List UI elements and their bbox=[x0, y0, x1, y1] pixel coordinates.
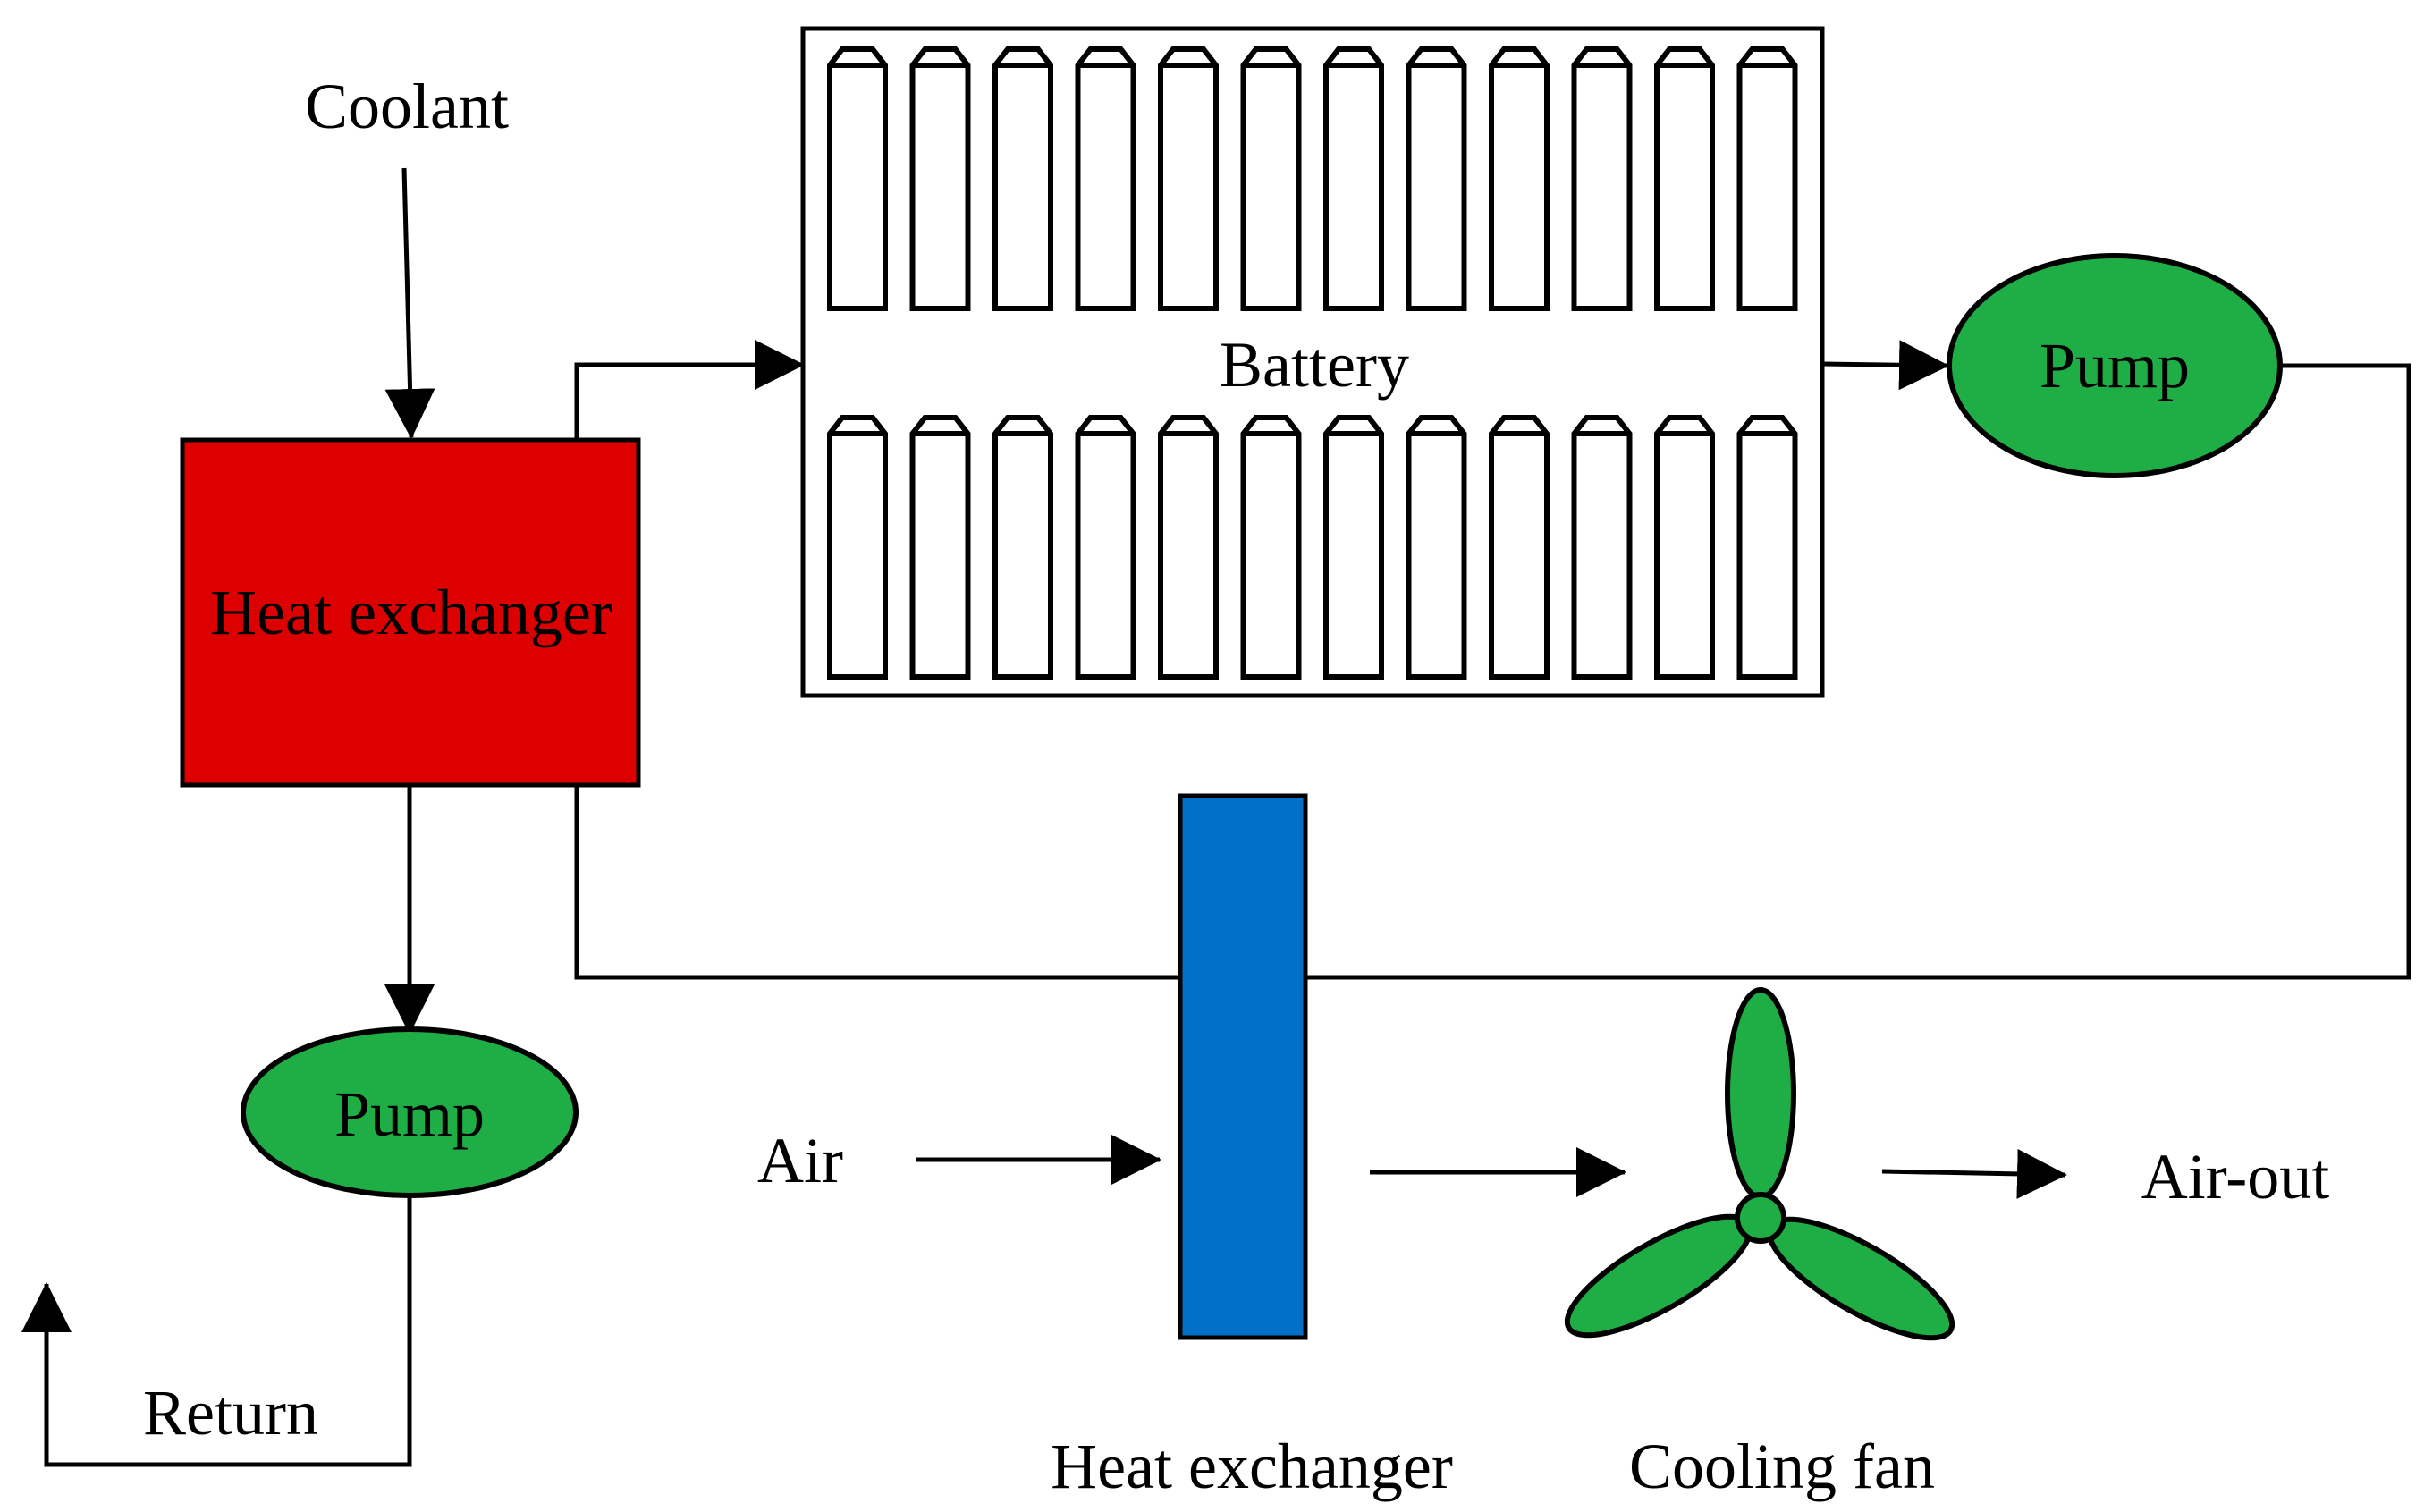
battery-cell-top-7 bbox=[1323, 46, 1384, 311]
battery-label: Battery bbox=[1220, 329, 1409, 401]
battery-cell-top-12 bbox=[1736, 46, 1798, 311]
air-in-label: Air bbox=[757, 1125, 843, 1196]
coolant-label: Coolant bbox=[305, 71, 509, 142]
cooling-fan-icon bbox=[1564, 987, 1955, 1341]
heat-exchanger-air bbox=[1178, 793, 1308, 1340]
flow-line-to-pump-top bbox=[1821, 340, 1949, 391]
battery-cell-bottom-2 bbox=[909, 415, 971, 680]
battery-cell-top-10 bbox=[1571, 46, 1633, 311]
battery-cell-top-3 bbox=[992, 46, 1053, 311]
battery-cell-top-5 bbox=[1158, 46, 1219, 311]
air-out-arrow bbox=[1881, 1148, 2067, 1199]
battery-cell-top-2 bbox=[909, 46, 971, 311]
cooling-fan-label: Cooling fan bbox=[1629, 1431, 1935, 1502]
battery-cell-bottom-7 bbox=[1323, 415, 1384, 680]
battery-cell-top-8 bbox=[1406, 46, 1467, 311]
coolant-inflow-arrow bbox=[384, 167, 435, 439]
battery-cell-top-6 bbox=[1240, 46, 1302, 311]
battery-cell-top-4 bbox=[1075, 46, 1136, 311]
return-loop-line bbox=[574, 363, 2411, 980]
battery-cells-top-row bbox=[827, 46, 1798, 311]
battery-cells-bottom-row bbox=[827, 415, 1798, 680]
flow-line-to-battery bbox=[574, 340, 805, 440]
fan-blade-right bbox=[1766, 1216, 1955, 1341]
fan-blade-left bbox=[1564, 1213, 1753, 1339]
battery-cell-bottom-5 bbox=[1158, 415, 1219, 680]
battery-cell-bottom-4 bbox=[1075, 415, 1136, 680]
pump-bottom-label: Pump bbox=[334, 1078, 485, 1150]
return-label: Return bbox=[143, 1377, 318, 1449]
return-line bbox=[21, 1195, 412, 1467]
battery-cell-top-9 bbox=[1489, 46, 1550, 311]
battery-cell-top-11 bbox=[1654, 46, 1715, 311]
heat-exchanger-main-label: Heat exchanger bbox=[210, 577, 612, 648]
battery-pack bbox=[800, 26, 1825, 698]
air-out-label: Air-out bbox=[2141, 1141, 2330, 1212]
heat-exchanger-main bbox=[180, 437, 641, 788]
battery-cell-bottom-1 bbox=[827, 415, 888, 680]
battery-cell-bottom-11 bbox=[1654, 415, 1715, 680]
fan-blade-top bbox=[1725, 987, 1796, 1200]
battery-cell-bottom-12 bbox=[1736, 415, 1798, 680]
battery-cell-bottom-6 bbox=[1240, 415, 1302, 680]
fan-hub bbox=[1735, 1192, 1786, 1244]
pump-top-label: Pump bbox=[2040, 330, 2190, 401]
battery-cell-bottom-10 bbox=[1571, 415, 1633, 680]
battery-cell-bottom-8 bbox=[1406, 415, 1467, 680]
battery-cell-top-1 bbox=[827, 46, 888, 311]
heat-exchanger-air-label: Heat exchanger bbox=[1051, 1431, 1453, 1502]
battery-cell-bottom-9 bbox=[1489, 415, 1550, 680]
battery-cell-bottom-3 bbox=[992, 415, 1053, 680]
